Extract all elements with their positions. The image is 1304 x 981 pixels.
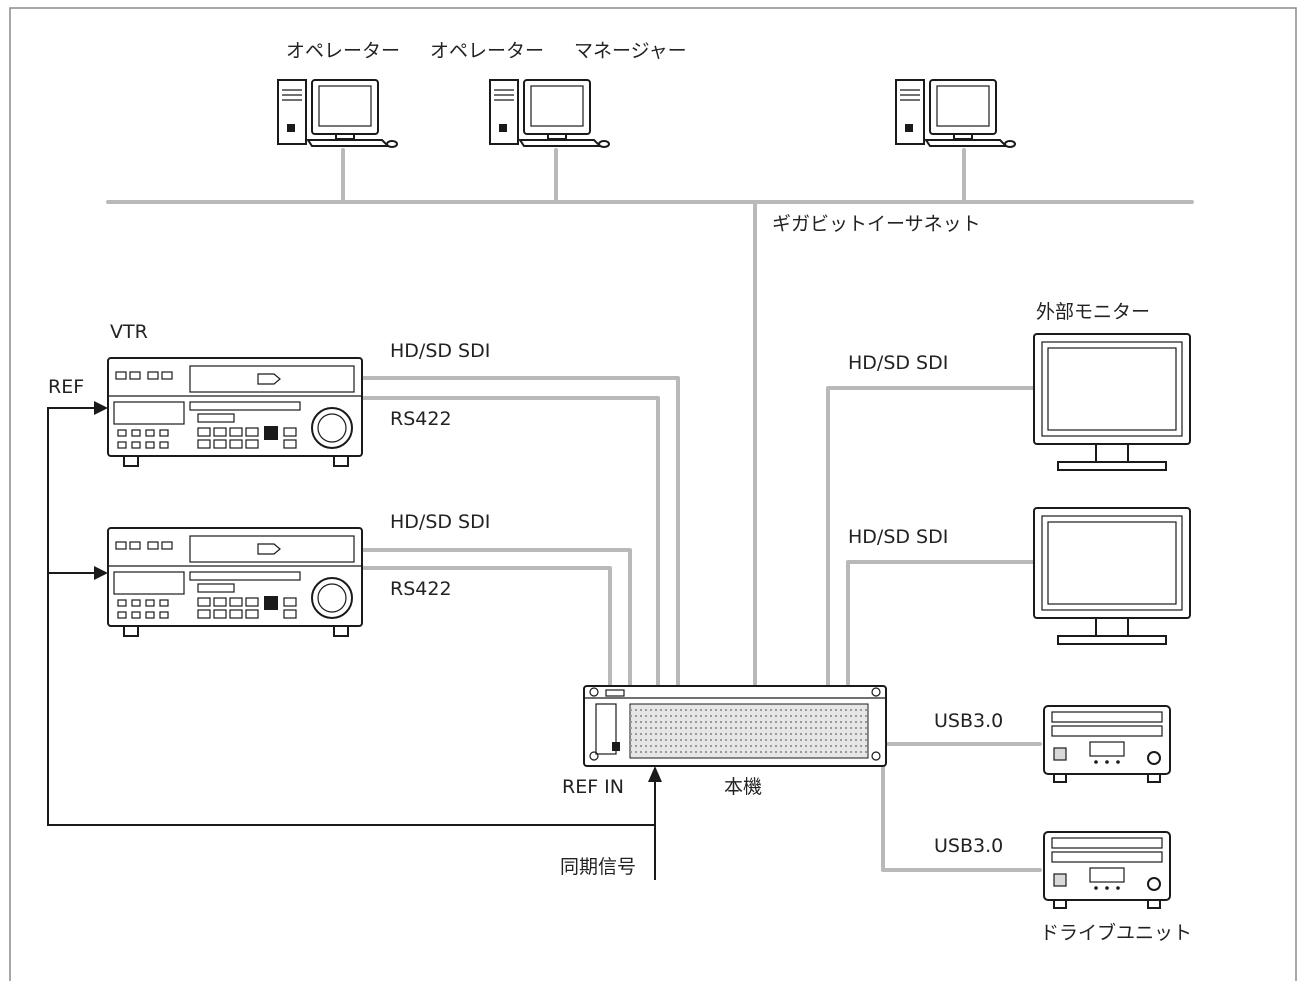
label-gigabit-ethernet: ギガビットイーサネット	[772, 213, 981, 235]
external-monitor-2	[1033, 507, 1191, 645]
ethernet-network	[106, 148, 1194, 688]
external-monitor-1	[1033, 333, 1191, 471]
operator-pc-2	[489, 79, 610, 148]
sync-lines	[47, 401, 662, 880]
label-vtr1-rs422: RS422	[390, 408, 452, 430]
monitor-cables	[826, 386, 1036, 688]
label-usb-1: USB3.0	[934, 710, 1004, 732]
operator-pc-1	[277, 79, 398, 148]
diagram-frame	[9, 7, 1297, 981]
label-monitor1-sdi: HD/SD SDI	[848, 352, 949, 374]
label-usb-2: USB3.0	[934, 835, 1004, 857]
label-sync-signal: 同期信号	[560, 856, 637, 878]
label-ref: REF	[48, 376, 85, 398]
ref-in-arrow	[648, 766, 662, 782]
main-unit	[583, 685, 887, 767]
manager-pc	[895, 79, 1016, 148]
label-operator-2: オペレーター	[430, 40, 545, 62]
label-monitor2-sdi: HD/SD SDI	[848, 526, 949, 548]
label-drive-unit: ドライブユニット	[1040, 922, 1193, 944]
label-main-unit: 本機	[724, 776, 763, 798]
ref-arrow-2	[94, 566, 108, 580]
label-manager: マネージャー	[574, 40, 687, 62]
usb-cables	[881, 742, 1042, 872]
label-operator-1: オペレーター	[286, 40, 401, 62]
label-vtr2-rs422: RS422	[390, 578, 452, 600]
vtr-cables	[360, 376, 680, 688]
label-vtr2-sdi: HD/SD SDI	[390, 511, 491, 533]
ref-arrow-1	[94, 401, 108, 415]
label-vtr1-sdi: HD/SD SDI	[390, 340, 491, 362]
drive-unit-1	[1043, 705, 1171, 783]
label-ref-in: REF IN	[562, 776, 624, 798]
drive-unit-2	[1043, 831, 1171, 909]
vtr-1	[107, 357, 363, 467]
label-vtr: VTR	[110, 321, 148, 343]
label-external-monitor: 外部モニター	[1036, 301, 1151, 323]
vtr-2	[107, 527, 363, 637]
